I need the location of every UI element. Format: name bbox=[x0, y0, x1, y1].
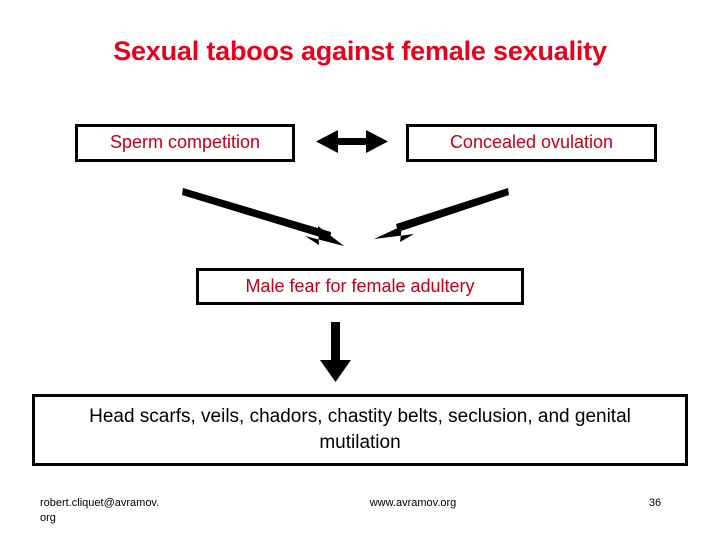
diagram-node-label: Head scarfs, veils, chadors, chastity be… bbox=[89, 406, 631, 453]
footer-email-line2: org bbox=[40, 511, 56, 524]
diagram-node-sperm-competition[interactable]: Sperm competition bbox=[75, 124, 295, 162]
page-title: Sexual taboos against female sexuality bbox=[113, 36, 607, 66]
footer-page-number: 36 bbox=[648, 497, 662, 509]
footer-email: robert.cliquet@avramov. org bbox=[40, 496, 240, 526]
footer-email-line1: robert.cliquet@avramov. bbox=[40, 497, 160, 509]
diagram-node-male-fear[interactable]: Male fear for female adultery bbox=[196, 268, 524, 305]
diagram-node-label: Male fear for female adultery bbox=[245, 275, 475, 296]
footer-website: www.avramov.org bbox=[369, 497, 457, 509]
diagram-node-label: Concealed ovulation bbox=[449, 132, 614, 153]
arrow-down-icon bbox=[320, 322, 351, 382]
diagram-node-practices[interactable]: Head scarfs, veils, chadors, chastity be… bbox=[32, 394, 688, 466]
arrow-down-left-icon bbox=[374, 188, 509, 242]
diagram-node-label: Sperm competition bbox=[109, 132, 261, 153]
arrow-down-right-icon bbox=[182, 188, 344, 246]
diagram-node-concealed-ovulation[interactable]: Concealed ovulation bbox=[406, 124, 657, 162]
double-headed-arrow-icon bbox=[316, 130, 388, 153]
